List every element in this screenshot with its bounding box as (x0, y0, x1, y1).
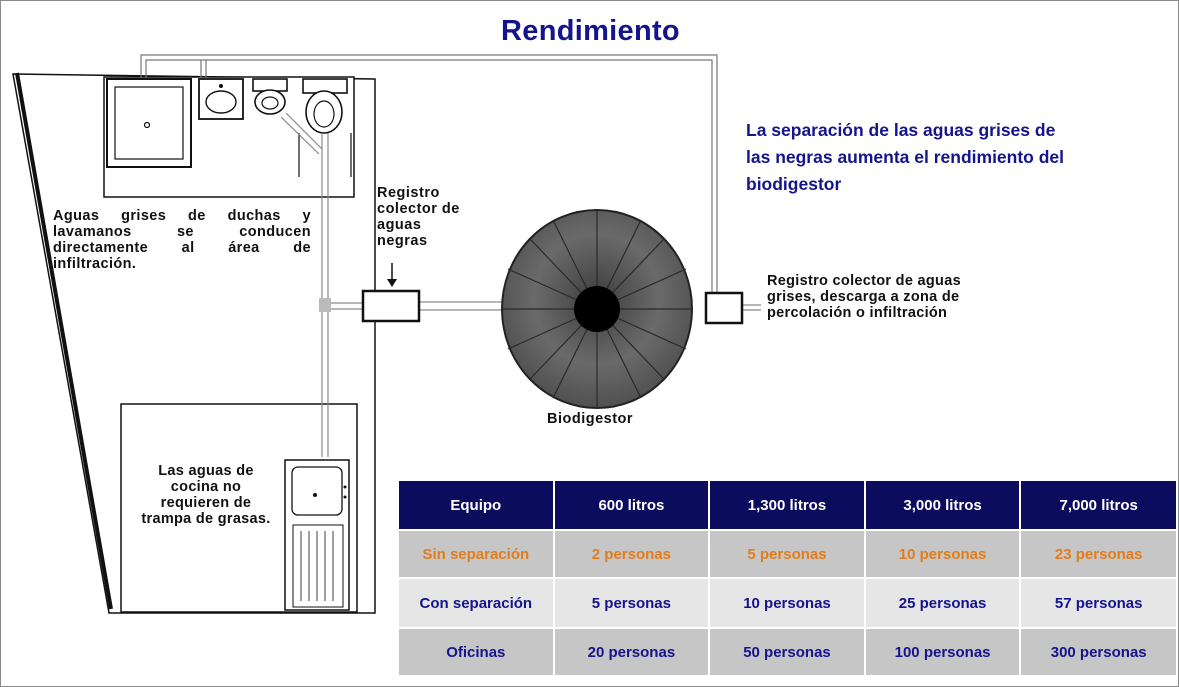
arrow-down-icon (387, 263, 397, 287)
table-header-cell: 600 litros (554, 481, 709, 529)
grey-water-register-label: Registro colector de aguas grises, desca… (767, 273, 961, 321)
table-cell: 5 personas (710, 529, 864, 577)
table-cell: 300 personas (1021, 627, 1176, 675)
table-cell: 5 personas (554, 577, 709, 627)
table-row: Con separación 5 personas 10 personas 25… (399, 577, 1176, 627)
washbasin-icon (198, 78, 244, 120)
table-cell: 57 personas (1021, 577, 1176, 627)
kitchen-sink-icon (284, 459, 350, 611)
black-water-register-label: Registro colector de aguas negras (377, 185, 460, 249)
slide-title: Rendimiento (501, 15, 680, 47)
performance-note: La separación de las aguas grises de las… (746, 120, 1065, 194)
biodigester-label: Biodigestor (547, 411, 634, 427)
grey-water-pipe (140, 54, 718, 294)
table-cell: 100 personas (865, 627, 1020, 675)
table-header-cell: 1,300 litros (710, 481, 864, 529)
table-cell: 23 personas (1021, 529, 1176, 577)
table-cell: Oficinas (399, 627, 553, 675)
table-cell: Con separación (399, 577, 553, 627)
table-header-cell: 3,000 litros (865, 481, 1020, 529)
toilet-icon (252, 78, 288, 115)
table-header-cell: 7,000 litros (1021, 481, 1176, 529)
toilet-icon (302, 78, 348, 134)
table-cell: 2 personas (554, 529, 709, 577)
table-row: Oficinas 20 personas 50 personas 100 per… (399, 627, 1176, 675)
table-header-row: Equipo 600 litros 1,300 litros 3,000 lit… (399, 481, 1176, 529)
shower-icon (106, 78, 192, 168)
kitchen-water-label: Las aguas de cocina no requieren de tram… (141, 463, 271, 527)
black-water-pipe (280, 112, 761, 457)
table-cell: 25 personas (865, 577, 1020, 627)
pipe-junction (319, 298, 331, 312)
capacity-table: Equipo 600 litros 1,300 litros 3,000 lit… (397, 481, 1178, 675)
table-cell: 10 personas (865, 529, 1020, 577)
grey-water-register-box (704, 291, 744, 325)
table-header-cell: Equipo (399, 481, 553, 529)
table-cell: Sin separación (399, 529, 553, 577)
biodigester-tank (501, 209, 693, 409)
black-water-register-box (361, 289, 421, 323)
grey-water-label: Aguas grises de duchas y lavamanos se co… (53, 208, 311, 272)
table-cell: 20 personas (554, 627, 709, 675)
table-row: Sin separación 2 personas 5 personas 10 … (399, 529, 1176, 577)
table-cell: 50 personas (710, 627, 864, 675)
table-cell: 10 personas (710, 577, 864, 627)
